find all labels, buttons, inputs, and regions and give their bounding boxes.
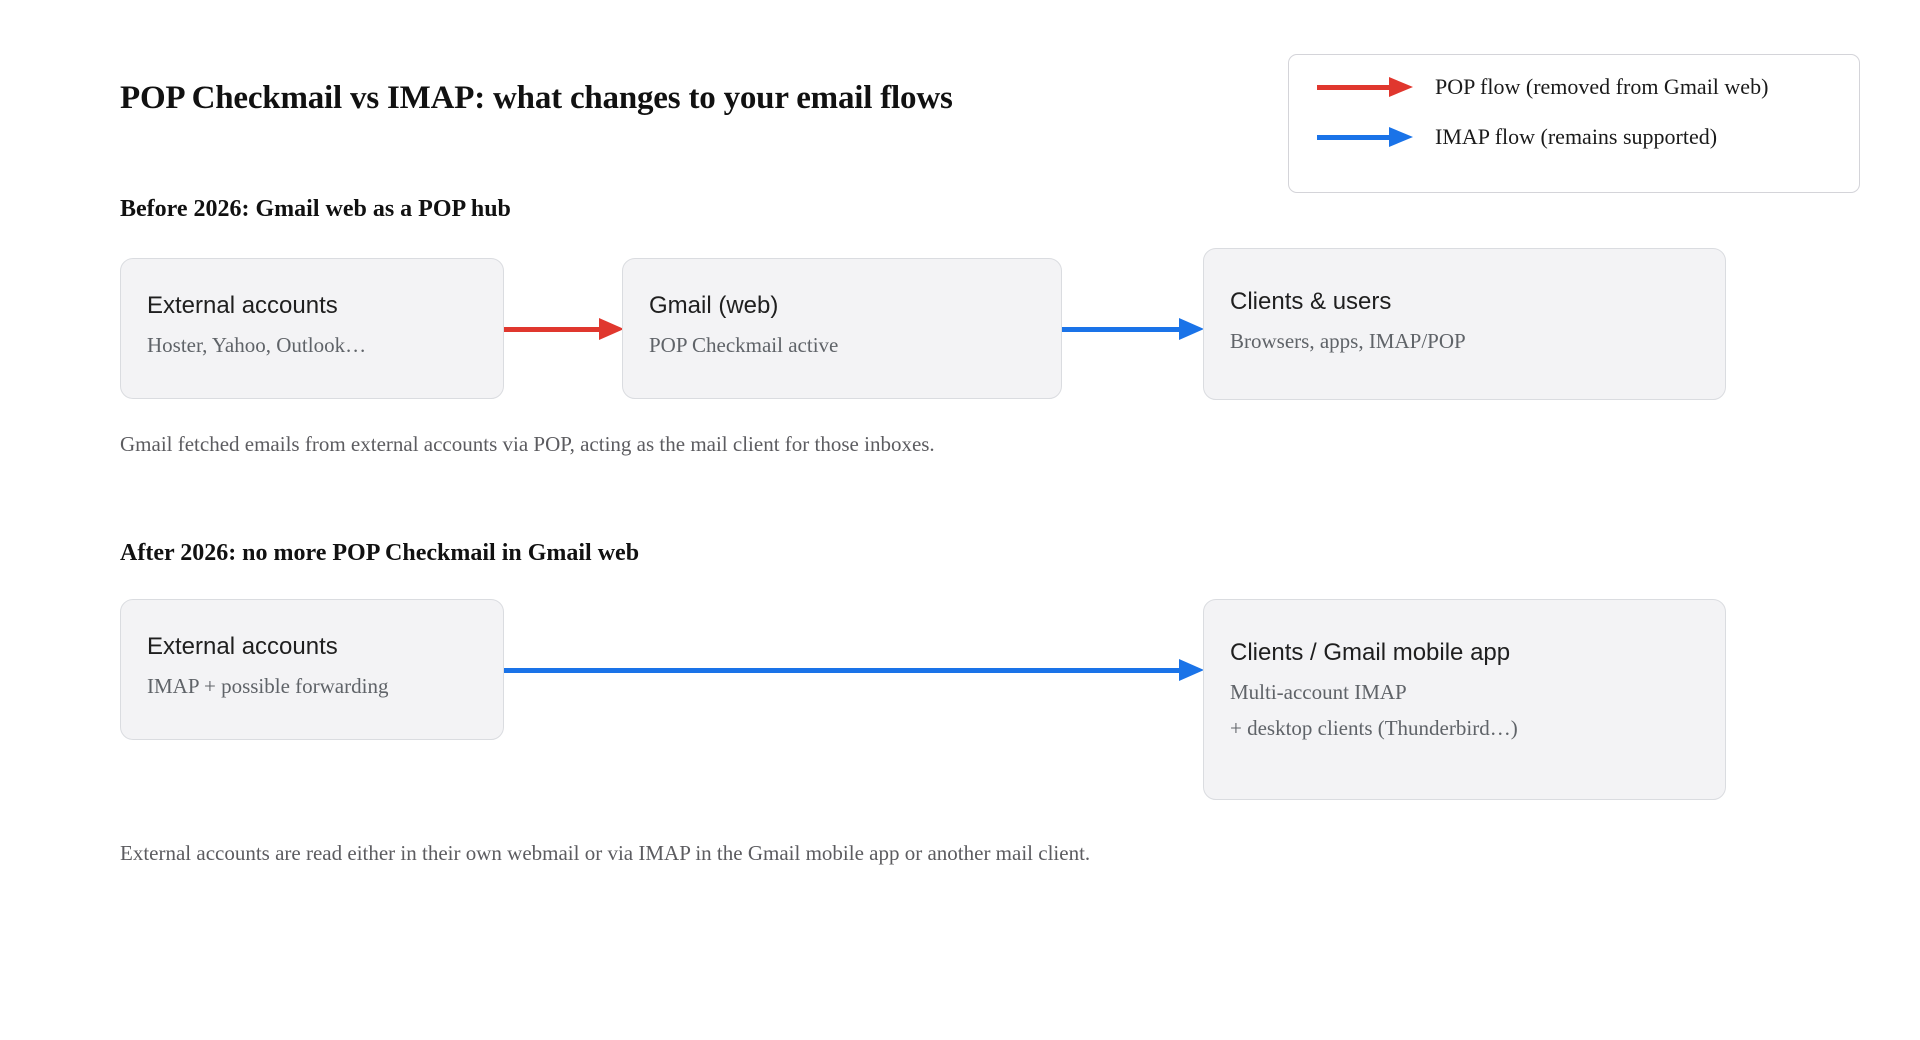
node-subtitle: Hoster, Yahoo, Outlook…	[147, 333, 367, 357]
node-title: Clients / Gmail mobile app	[1230, 639, 1511, 666]
node-subtitle: Browsers, apps, IMAP/POP	[1230, 329, 1466, 353]
legend-item-imap-label: IMAP flow (remains supported)	[1435, 124, 1718, 149]
arrow-pop-flow	[504, 316, 624, 342]
arrow-imap-flow-after	[504, 657, 1204, 683]
legend: POP flow (removed from Gmail web) IMAP f…	[1288, 54, 1860, 193]
node-subtitle: POP Checkmail active	[649, 333, 839, 357]
node-clients-users: Clients & users Browsers, apps, IMAP/POP	[1203, 248, 1726, 400]
node-clients-gmail-mobile-app: Clients / Gmail mobile app Multi-account…	[1203, 599, 1726, 800]
arrow-imap-flow-before	[1062, 316, 1204, 342]
section-caption-after-2026: External accounts are read either in the…	[120, 841, 1091, 865]
node-title: Gmail (web)	[649, 292, 779, 319]
node-gmail-web: Gmail (web) POP Checkmail active	[622, 258, 1062, 399]
node-title: External accounts	[147, 633, 338, 660]
node-external-accounts-after: External accounts IMAP + possible forwar…	[120, 599, 504, 740]
legend-item-pop-label: POP flow (removed from Gmail web)	[1435, 74, 1769, 99]
node-title: External accounts	[147, 292, 338, 319]
node-subtitle: IMAP + possible forwarding	[147, 674, 389, 698]
page-title: POP Checkmail vs IMAP: what changes to y…	[120, 80, 953, 116]
arrow-right-icon	[1317, 73, 1413, 101]
legend-item-imap: IMAP flow (remains supported)	[1317, 123, 1717, 151]
section-caption-before-2026: Gmail fetched emails from external accou…	[120, 432, 935, 456]
section-heading-before-2026: Before 2026: Gmail web as a POP hub	[120, 196, 511, 222]
legend-item-pop: POP flow (removed from Gmail web)	[1317, 73, 1768, 101]
arrow-right-icon	[1317, 123, 1413, 151]
node-subtitle-line-1: Multi-account IMAP	[1230, 680, 1407, 704]
node-external-accounts-before: External accounts Hoster, Yahoo, Outlook…	[120, 258, 504, 399]
section-heading-after-2026: After 2026: no more POP Checkmail in Gma…	[120, 540, 640, 566]
node-title: Clients & users	[1230, 288, 1392, 315]
node-subtitle-line-2: + desktop clients (Thunderbird…)	[1230, 716, 1518, 740]
